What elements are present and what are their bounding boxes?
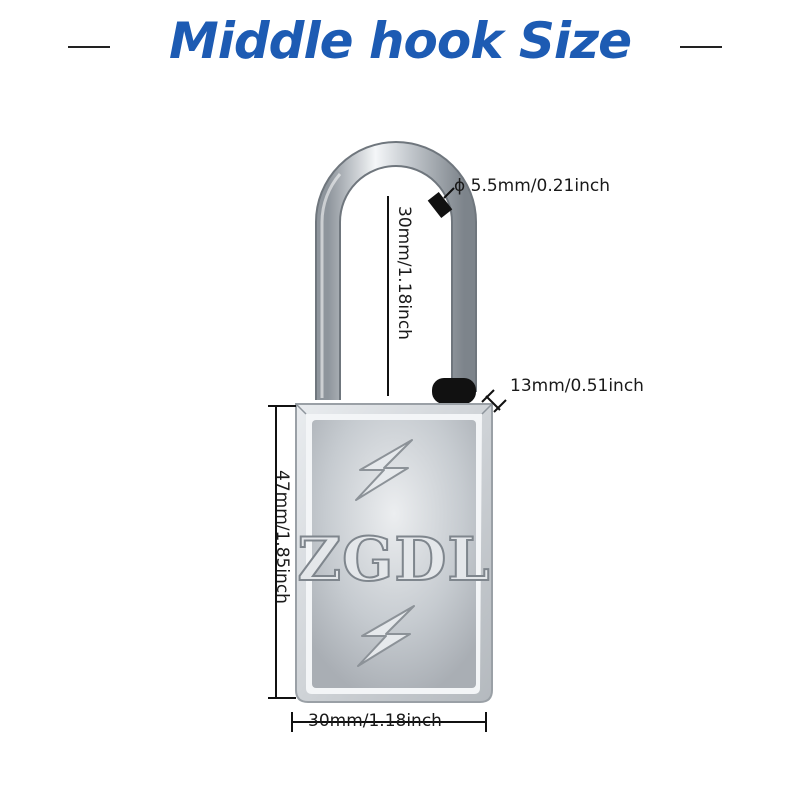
shackle-diameter-value: 5.5mm/0.21inch: [470, 176, 610, 196]
title-rule-right: [680, 46, 722, 48]
brand-engraving: ZGDL: [297, 525, 490, 595]
header: Middle hook Size: [0, 0, 800, 95]
shackle: [315, 141, 477, 400]
body-width-label: 30mm/1.18inch: [308, 711, 442, 731]
dimension-lines: [268, 187, 507, 732]
diameter-symbol: ϕ: [454, 176, 466, 196]
lock-body: [295, 403, 493, 703]
lightning-bolt-icon: [357, 605, 415, 667]
lock-face: [312, 420, 476, 688]
lightning-bolt-icon: [355, 439, 413, 501]
shackle-collar: [432, 378, 476, 404]
page-title: Middle hook Size: [168, 12, 632, 70]
shackle-diameter-label: ϕ 5.5mm/0.21inch: [454, 176, 610, 196]
shackle-diameter-marker: [427, 192, 453, 218]
shackle-clearance-label: 30mm/1.18inch: [394, 206, 414, 340]
body-thickness-label: 13mm/0.51inch: [510, 376, 644, 396]
body-height-label: 47mm/1.85inch: [272, 470, 292, 604]
title-rule-left: [68, 46, 110, 48]
